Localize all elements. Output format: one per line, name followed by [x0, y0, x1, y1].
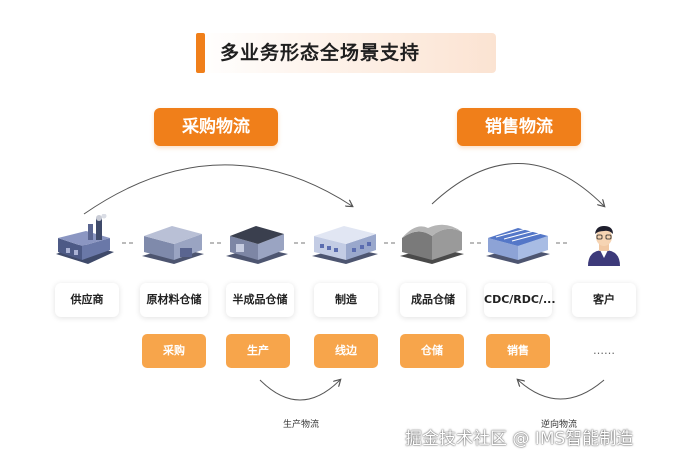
reverse-arc [518, 380, 605, 400]
node-semi-finished-storage: 半成品仓储 [226, 283, 294, 317]
watermark-text: 掘金技术社区 @ IMS智能制造 [405, 429, 634, 449]
office-building-icon [312, 226, 378, 264]
sales-logistics-label: 销售物流 [457, 108, 581, 146]
activity-line-side: 线边 [314, 334, 378, 368]
activity-sales: 销售 [486, 334, 550, 368]
storage-shed-icon [400, 224, 464, 264]
node-customer: 客户 [572, 283, 636, 317]
node-supplier: 供应商 [55, 283, 119, 317]
activity-warehousing: 仓储 [400, 334, 464, 368]
production-arc [259, 380, 340, 401]
node-raw-material-storage: 原材料仓储 [140, 283, 208, 317]
purchase-arc [83, 164, 352, 215]
distribution-center-icon [486, 228, 550, 264]
factory-icon [56, 214, 114, 264]
purchase-logistics-label: 采购物流 [154, 108, 278, 146]
page-title: 多业务形态全场景支持 [220, 42, 421, 64]
person-icon [588, 226, 620, 266]
warehouse-dark-icon [226, 226, 288, 264]
production-flow-label: 生产物流 [283, 420, 320, 430]
sales-arc [431, 163, 604, 206]
activity-more: …… [593, 344, 615, 357]
node-distribution-center: CDC/RDC/... [484, 283, 556, 317]
node-finished-storage: 成品仓储 [400, 283, 466, 317]
title-background [196, 33, 496, 73]
reverse-flow-label: 逆向物流 [541, 420, 578, 430]
activity-production: 生产 [226, 334, 290, 368]
node-manufacturing: 制造 [314, 283, 378, 317]
warehouse-icon [142, 226, 204, 264]
title-accent-bar [196, 33, 205, 73]
activity-purchase: 采购 [142, 334, 206, 368]
